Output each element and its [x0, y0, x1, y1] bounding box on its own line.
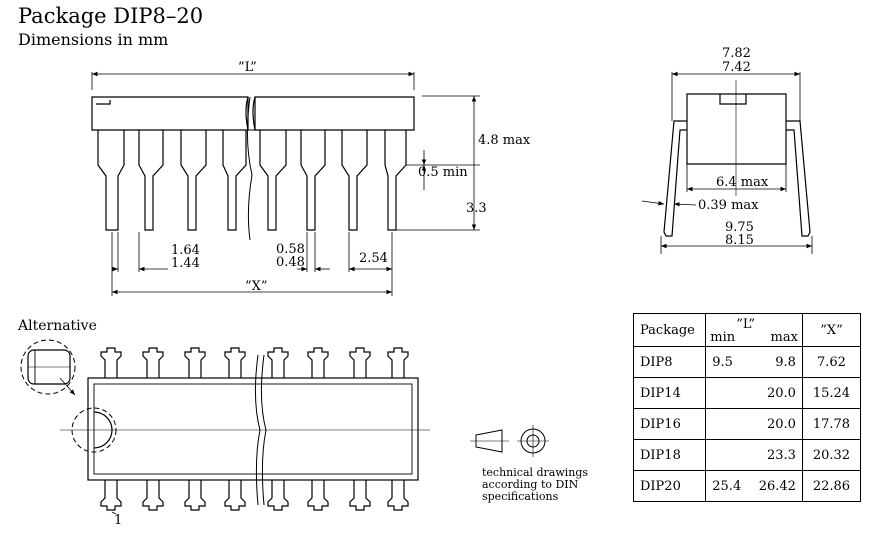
alt-bottom-pins [100, 480, 409, 511]
note-line-2: according to DIN [482, 478, 579, 491]
table-row: DIP20 25.4 26.42 22.86 [632, 470, 862, 502]
alternative-label: Alternative [17, 318, 97, 334]
end-view [641, 71, 813, 254]
dim-pin-width-max: 1.64 [171, 243, 200, 258]
table-row: DIP18 23.3 20.32 [632, 439, 862, 471]
header-X: ”X” [801, 313, 862, 347]
cell-L-min [705, 439, 750, 471]
table-row: DIP8 9.5 9.8 7.62 [632, 346, 862, 378]
cell-L-max: 23.3 [749, 439, 803, 471]
cell-L-min: 25.4 [705, 470, 750, 502]
din-note: technical drawings according to DIN spec… [482, 466, 588, 503]
cell-L-max: 9.8 [749, 346, 803, 378]
dim-lead-thick-min: 0.48 [276, 255, 305, 270]
cell-X: 22.86 [801, 470, 862, 502]
dim-standoff-min: 0.5 min [418, 165, 468, 180]
projection-symbol-icon [470, 425, 549, 457]
cell-package: DIP14 [632, 377, 707, 409]
dim-pin-width-min: 1.44 [171, 256, 200, 271]
end-view-labels: 7.82 7.42 6.4 max 0.39 max 9.75 8.15 [698, 46, 769, 248]
dim-lead-thick-max: 0.58 [276, 242, 305, 257]
side-view [91, 71, 480, 296]
side-leads [97, 130, 407, 231]
page-subtitle: Dimensions in mm [18, 30, 169, 49]
cell-package: DIP8 [632, 346, 707, 378]
side-body [91, 96, 249, 131]
side-view-labels: ”L” 4.8 max 0.5 min 3.3 1.64 1.44 0.58 0… [171, 60, 531, 294]
cell-X: 20.32 [801, 439, 862, 471]
dim-width-max: 7.82 [722, 46, 751, 61]
dim-span-min: 8.15 [725, 233, 754, 248]
cell-package: DIP20 [632, 470, 707, 502]
dim-X-label: ”X” [245, 279, 268, 294]
dim-lead-thickness: 0.39 max [698, 198, 759, 213]
dim-height-max: 4.8 max [478, 133, 531, 148]
side-body-right [254, 96, 415, 131]
cell-L-max: 20.0 [749, 408, 803, 440]
cell-L-max: 26.42 [749, 470, 803, 502]
table-row: DIP14 20.0 15.24 [632, 377, 862, 409]
dim-span-max: 9.75 [725, 220, 754, 235]
cell-X: 7.62 [801, 346, 862, 378]
dim-width-min: 7.42 [722, 60, 751, 75]
cell-L-min [705, 377, 750, 409]
cell-L-min [705, 408, 750, 440]
note-line-3: specifications [482, 490, 559, 503]
alt-top-pins [100, 347, 409, 378]
table-row: DIP16 20.0 17.78 [632, 408, 862, 440]
table-header-row: Package ”L” min max ”X” [632, 313, 862, 347]
cell-L-max: 20.0 [749, 377, 803, 409]
header-L-label: ”L” [736, 317, 756, 332]
pin-one-label: 1 [114, 513, 122, 528]
cell-X: 17.78 [801, 408, 862, 440]
header-L: ”L” min max [705, 313, 803, 347]
header-L-min: min [710, 330, 736, 345]
cell-L-min: 9.5 [705, 346, 750, 378]
cell-X: 15.24 [801, 377, 862, 409]
cell-package: DIP16 [632, 408, 707, 440]
dim-L-label: ”L” [238, 60, 257, 75]
page-title: Package DIP8–20 [18, 4, 204, 28]
cell-package: DIP18 [632, 439, 707, 471]
dim-body-width: 6.4 max [716, 175, 769, 190]
header-package: Package [632, 313, 707, 347]
dim-pitch: 2.54 [359, 251, 388, 266]
header-L-max: max [770, 330, 798, 345]
alternative-top-view [20, 339, 430, 515]
note-line-1: technical drawings [482, 466, 588, 479]
dim-lead-length: 3.3 [466, 201, 487, 216]
dimensions-table: Package ”L” min max ”X” DIP8 9.5 9.8 7.6… [632, 313, 862, 502]
